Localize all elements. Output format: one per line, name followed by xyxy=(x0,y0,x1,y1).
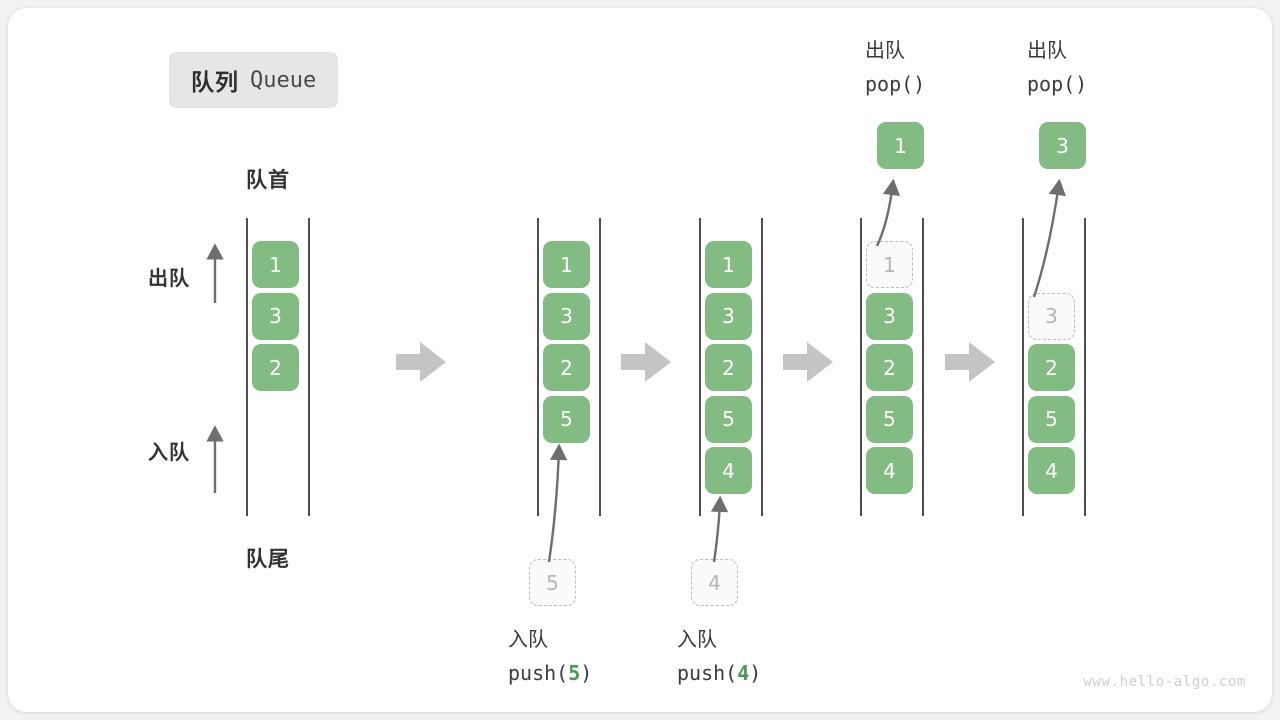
queue-cell: 3 xyxy=(252,292,299,340)
step-arrow-3 xyxy=(783,342,833,382)
push-caption-step3-cn: 入队 xyxy=(677,627,717,651)
push-arrow-step2 xyxy=(547,443,568,563)
push-caption-step2-value: 5 xyxy=(568,661,581,685)
pop-arrow-step5 xyxy=(1032,178,1066,298)
push-caption-step3-prefix: push( xyxy=(677,661,738,685)
pop-caption-step4-code: pop() xyxy=(865,72,926,96)
incoming-element-cell: 4 xyxy=(691,559,738,606)
push-caption-step3-code: push(4) xyxy=(677,656,761,690)
queue-rail-left xyxy=(860,218,862,516)
queue-cell: 2 xyxy=(252,344,299,391)
queue-cell: 1 xyxy=(252,241,299,288)
push-caption-step2-suffix: ) xyxy=(580,661,593,685)
step-arrow-1 xyxy=(396,342,446,382)
enqueue-direction-label: 入队 xyxy=(148,440,190,464)
queue-cell: 2 xyxy=(1028,344,1075,391)
arrow-overlay xyxy=(206,178,1066,563)
push-caption-step2-prefix: push( xyxy=(508,661,569,685)
diagram-card: 队列 Queue 队首 队尾 出队 入队 出队 pop() 出队 pop() 入… xyxy=(8,8,1272,712)
diagram-title-badge: 队列 Queue xyxy=(169,52,339,108)
step-arrow-2 xyxy=(621,342,671,382)
pop-caption-step4-cn: 出队 xyxy=(865,38,905,62)
queue-cell: 4 xyxy=(866,447,913,494)
queue-cell: 1 xyxy=(543,241,590,288)
push-caption-step3-suffix: ) xyxy=(749,661,762,685)
push-caption-step3-value: 4 xyxy=(737,661,750,685)
dequeue-direction-label: 出队 xyxy=(148,266,190,290)
queue-cell: 3 xyxy=(1028,292,1075,340)
push-caption-step3: 入队 push(4) xyxy=(677,622,761,690)
push-caption-step2-cn: 入队 xyxy=(508,627,548,651)
pop-caption-step4: 出队 pop() xyxy=(865,33,925,101)
diagram-title-cn: 队列 xyxy=(191,70,239,96)
queue-rail-left xyxy=(246,218,248,516)
pop-caption-step5-cn: 出队 xyxy=(1027,38,1067,62)
popped-element-cell: 3 xyxy=(1039,122,1086,169)
step-arrow-4 xyxy=(945,342,995,382)
push-arrow-step3 xyxy=(710,495,729,563)
popped-element-cell: 1 xyxy=(877,122,924,169)
queue-cell: 3 xyxy=(866,292,913,340)
queue-cell: 5 xyxy=(866,395,913,443)
diagram-title-en: Queue xyxy=(250,67,317,93)
queue-cell: 2 xyxy=(705,344,752,391)
site-watermark: www.hello-algo.com xyxy=(1083,674,1246,690)
queue-rail-right xyxy=(922,218,924,516)
queue-cell: 1 xyxy=(705,241,752,288)
queue-cell: 3 xyxy=(705,292,752,340)
queue-cell: 4 xyxy=(705,447,752,494)
queue-cell: 3 xyxy=(543,292,590,340)
incoming-element-cell: 5 xyxy=(529,559,576,606)
queue-cell: 2 xyxy=(866,344,913,391)
queue-rail-right xyxy=(1084,218,1086,516)
queue-cell: 5 xyxy=(1028,395,1075,443)
push-caption-step2-code: push(5) xyxy=(508,656,592,690)
queue-rail-right xyxy=(599,218,601,516)
queue-rail-left xyxy=(1022,218,1024,516)
pop-caption-step5-code: pop() xyxy=(1027,72,1088,96)
push-caption-step2: 入队 push(5) xyxy=(508,622,592,690)
pop-caption-step5: 出队 pop() xyxy=(1027,33,1087,101)
queue-cell: 2 xyxy=(543,344,590,391)
queue-cell: 5 xyxy=(543,395,590,443)
queue-rail-right xyxy=(308,218,310,516)
queue-tail-label: 队尾 xyxy=(246,547,290,571)
queue-cell: 5 xyxy=(705,395,752,443)
queue-rail-right xyxy=(761,218,763,516)
queue-rail-left xyxy=(699,218,701,516)
queue-rail-left xyxy=(537,218,539,516)
queue-cell: 4 xyxy=(1028,447,1075,494)
queue-cell: 1 xyxy=(866,241,913,288)
pop-arrow-step4 xyxy=(875,178,901,247)
queue-head-label: 队首 xyxy=(246,168,290,192)
